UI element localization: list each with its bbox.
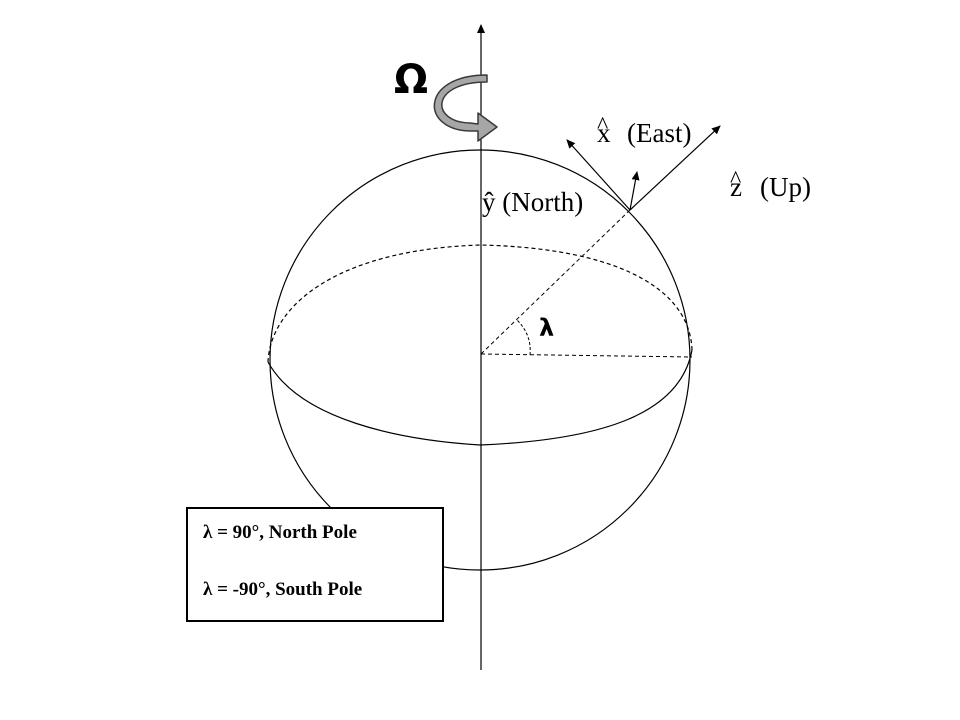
latitude-label: λ bbox=[539, 314, 554, 342]
y-axis-label: ŷ (North) bbox=[482, 187, 583, 217]
latitude-radius bbox=[480, 209, 631, 355]
equator-front bbox=[267, 349, 693, 446]
y-north-vector bbox=[629, 171, 640, 211]
x-axis-symbol: x bbox=[597, 118, 611, 148]
pole-legend: λ = 90°, North Pole λ = -90°, South Pole bbox=[186, 507, 444, 622]
latitude-angle-arc bbox=[516, 319, 531, 356]
x-axis-desc: (East) bbox=[627, 118, 691, 148]
z-hat: ^ bbox=[730, 167, 741, 193]
z-axis-symbol: z bbox=[730, 172, 742, 202]
z-up-vector bbox=[629, 125, 721, 211]
x-hat: ^ bbox=[597, 113, 608, 139]
z-axis-desc: (Up) bbox=[760, 172, 811, 202]
rotation-arrow-icon bbox=[433, 74, 498, 142]
legend-north-pole: λ = 90°, North Pole bbox=[203, 522, 357, 543]
x-east-vector bbox=[566, 139, 631, 211]
legend-south-pole: λ = -90°, South Pole bbox=[203, 579, 363, 600]
equator-back bbox=[267, 244, 693, 363]
equator-radius bbox=[480, 353, 693, 358]
omega-label: Ω bbox=[394, 57, 428, 103]
